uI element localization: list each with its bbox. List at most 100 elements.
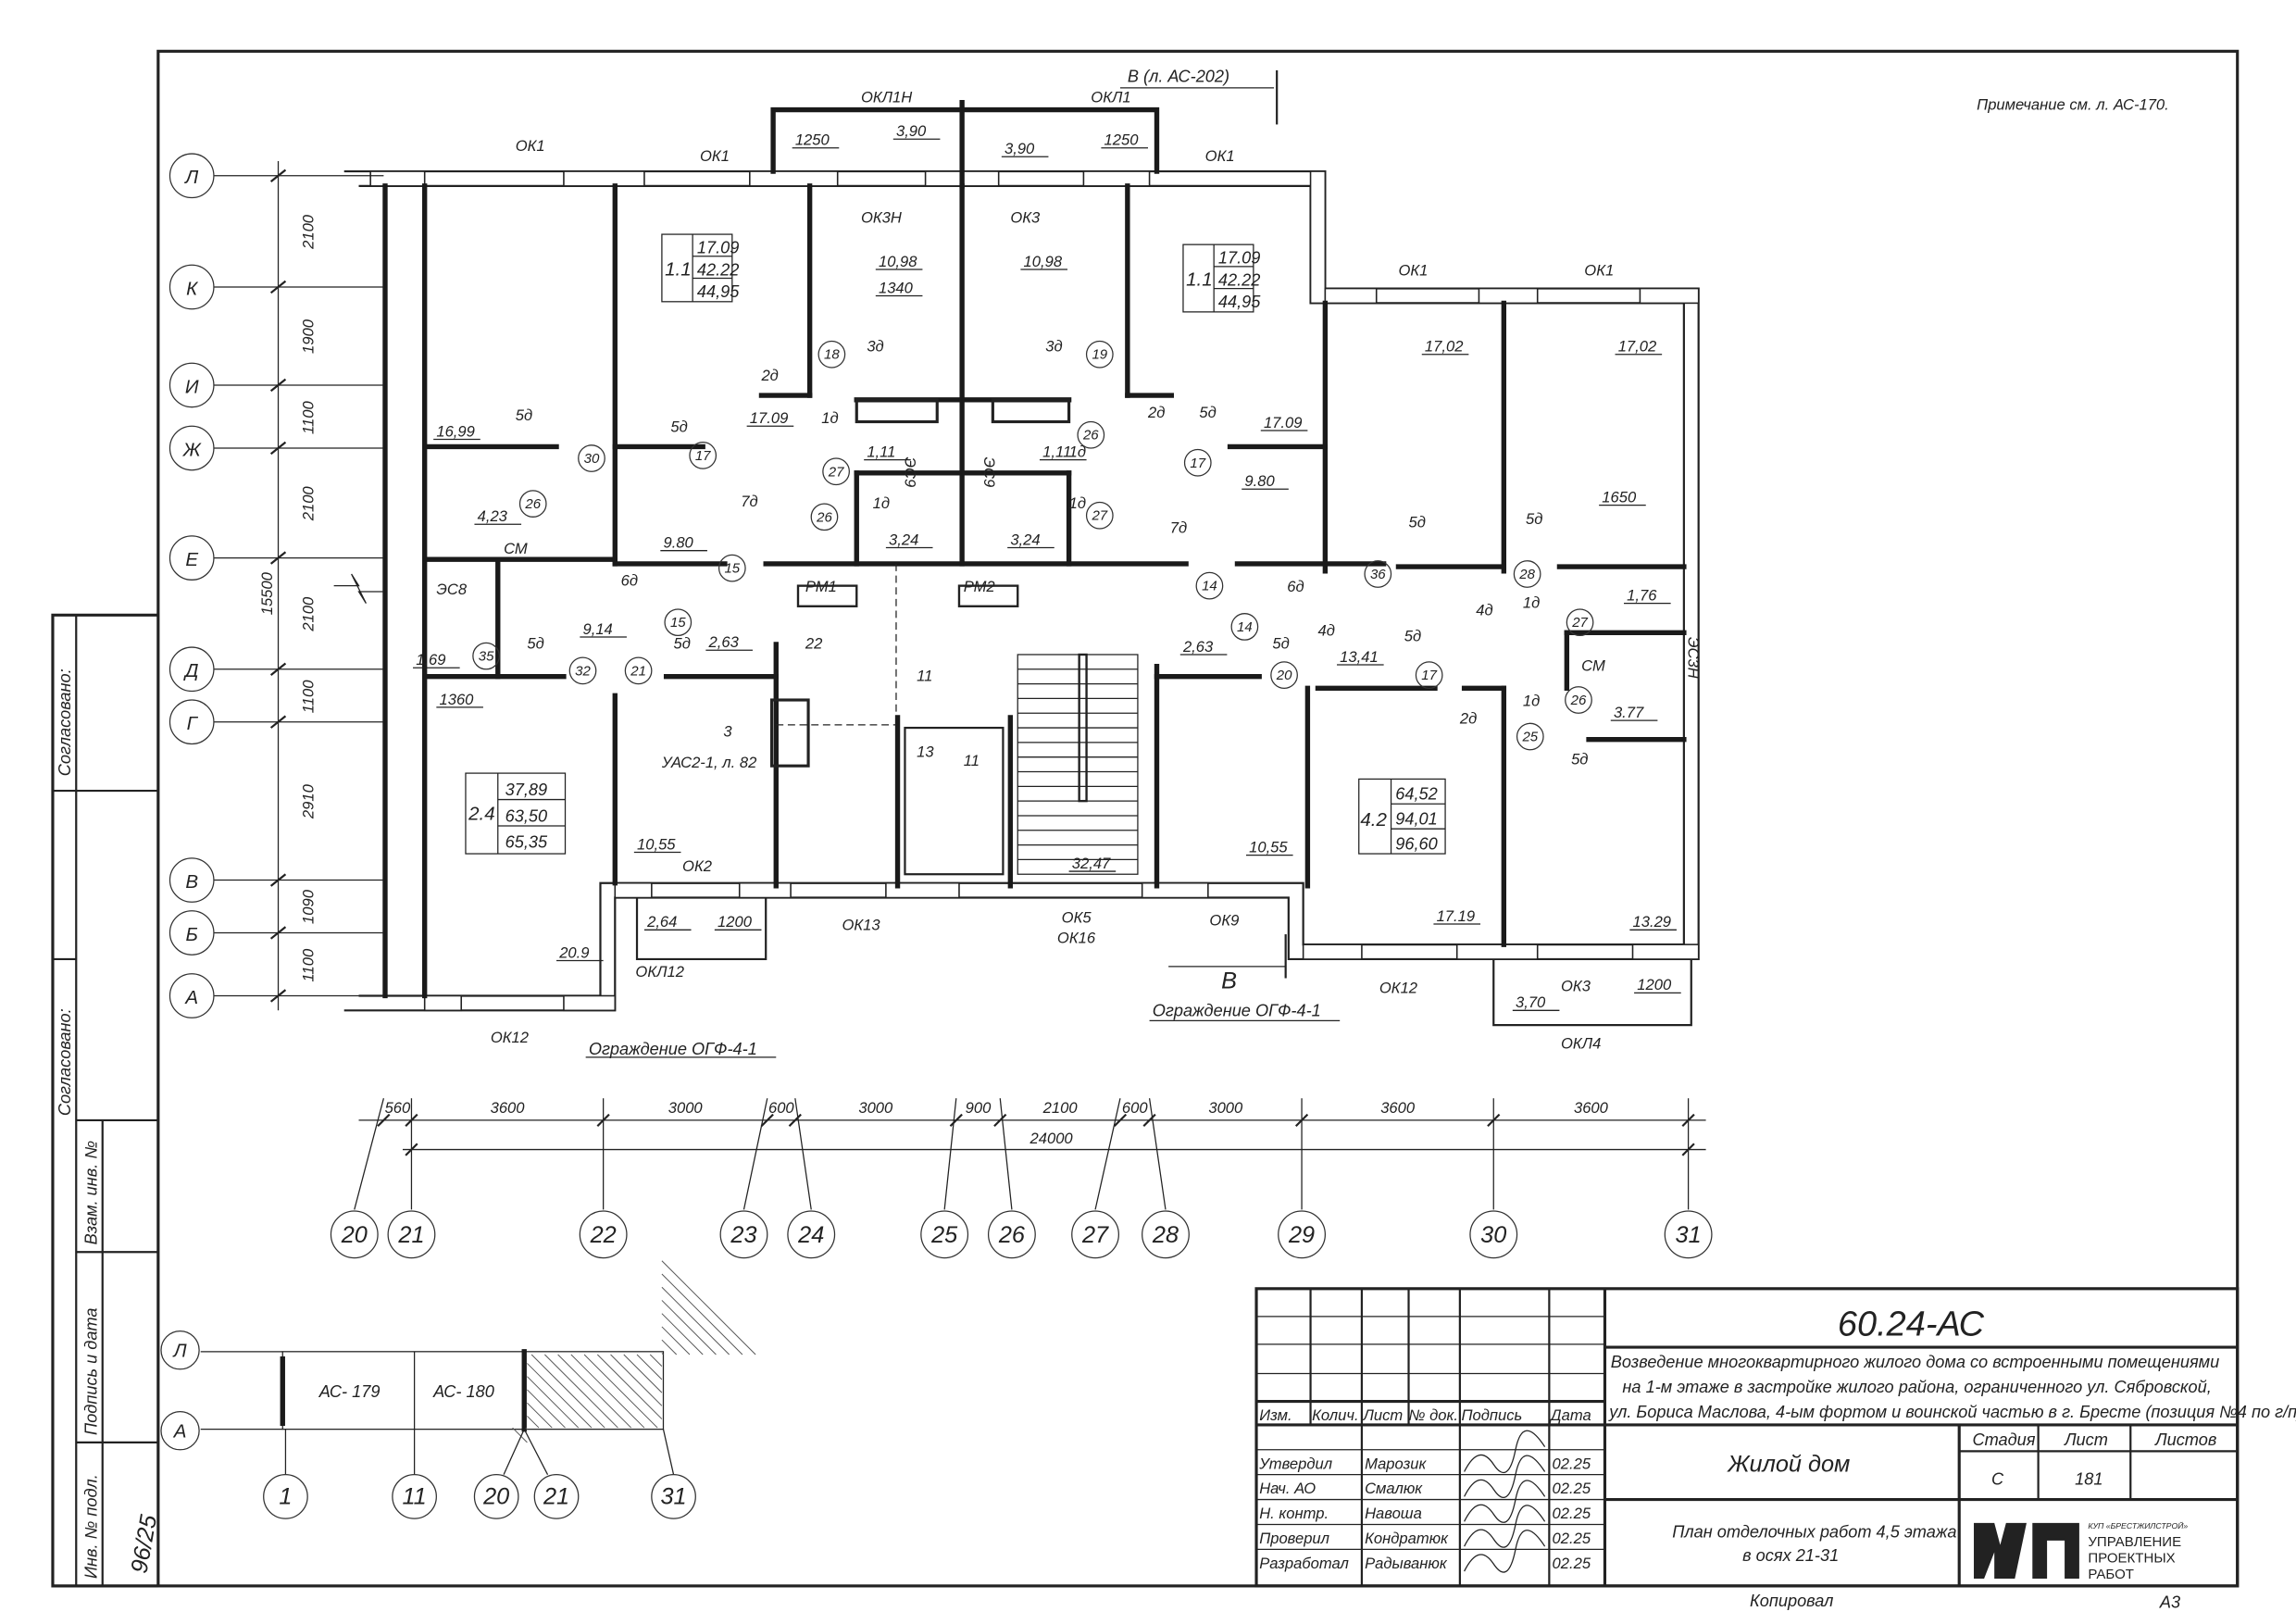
plan-equipment: УАС2-1, л. 82	[661, 754, 756, 771]
plan-room-areas: 13,41	[1340, 648, 1379, 666]
svg-text:37,89: 37,89	[505, 781, 547, 799]
svg-text:17.09: 17.09	[697, 239, 739, 257]
balconies	[635, 100, 1692, 1027]
axis-column-label-circle	[920, 1210, 969, 1259]
apartment-tag: 1.1 17.09 42.22 44,95	[1182, 244, 1261, 313]
axis-row-label: В	[185, 871, 198, 893]
apartment-tags: 1.1 17.09 42.22 44,95 1.1 17.09 42.22 44…	[465, 233, 1446, 855]
hatch-line	[661, 1260, 756, 1355]
plan-door-marks: 2д	[760, 367, 778, 384]
svg-text:ПРОЕКТНЫХ: ПРОЕКТНЫХ	[2088, 1551, 2175, 1567]
axis-column-label-circle	[1142, 1210, 1190, 1259]
plan-door-marks: 1д	[1523, 692, 1540, 709]
signature-date: 02.25	[1553, 1480, 1591, 1497]
signature-role: Нач. АО	[1259, 1480, 1316, 1497]
revision-header: Дата	[1549, 1406, 1591, 1424]
key-column-label-circle	[533, 1474, 580, 1519]
plan-room-areas: 9.80	[1244, 472, 1275, 490]
axis-row-label-circle	[168, 153, 215, 199]
hatch-line	[557, 1354, 632, 1429]
section-marks: В (л. АС-202) В	[585, 68, 1341, 1058]
door-number: 27	[1091, 508, 1107, 524]
plan-door-marks: 5д	[516, 406, 532, 424]
svg-text:1.1: 1.1	[665, 258, 692, 280]
hatch-line	[530, 1354, 605, 1429]
horizontal-dimension: 560	[385, 1099, 411, 1117]
door-number: 26	[816, 509, 832, 525]
axis-column-label-circle	[330, 1210, 379, 1259]
hatch-line	[525, 1427, 528, 1430]
plan-equipment: ЭС8	[436, 581, 467, 598]
door-number-circle	[1565, 686, 1592, 714]
plan-door-marks: 2д	[1459, 709, 1477, 727]
plan-door-marks: 1д	[1523, 593, 1540, 611]
door-number: 26	[1570, 693, 1587, 708]
door-number-circle	[1077, 420, 1105, 449]
hatch-line	[596, 1354, 663, 1419]
vertical-dimension: 1090	[299, 889, 317, 924]
plan-room-areas: 13.29	[1633, 913, 1672, 931]
plan-window-marks: ОК3	[1561, 978, 1591, 995]
railing-label: Ограждение ОГФ-4-1	[589, 1040, 757, 1058]
railing-label: Ограждение ОГФ-4-1	[1153, 1002, 1321, 1020]
key-column-label: 1	[279, 1484, 292, 1510]
door-number-circle	[578, 444, 605, 472]
axis-row-label: А	[183, 987, 198, 1008]
vertical-dimension: 2100	[299, 214, 317, 250]
hatch-line	[623, 1354, 663, 1393]
plan-equipment: ЭС9	[980, 456, 998, 487]
door-number: 19	[1092, 347, 1107, 363]
plan-equipment: 22	[805, 635, 822, 653]
hatch-line	[636, 1354, 663, 1380]
plan-window-marks: ОКЛ4	[1561, 1034, 1601, 1052]
door-number-circle	[1230, 613, 1259, 641]
signature-date: 02.25	[1553, 1455, 1591, 1472]
axis-grid: ЛКИЖЕДГВБА210019001100210021001100291010…	[168, 153, 1713, 1259]
axis-column-label-circle	[1469, 1210, 1518, 1259]
plan-window-marks: ОК3Н	[861, 208, 902, 226]
plan-door-marks: 3д	[867, 338, 883, 356]
plan-equipment: СМ	[1581, 656, 1605, 674]
stage-header: Стадия	[1972, 1430, 2035, 1449]
horizontal-dimension: 900	[966, 1099, 992, 1117]
sheet-frame	[156, 49, 2240, 1588]
svg-text:УПРАВЛЕНИЕ: УПРАВЛЕНИЕ	[2088, 1534, 2181, 1550]
hatch-line	[570, 1354, 645, 1429]
plan-equipment: ЭС9	[901, 456, 918, 487]
axis-row-label: Е	[185, 549, 198, 570]
vertical-dimension: 2100	[299, 596, 317, 632]
door-number: 36	[1370, 567, 1386, 582]
signature-role: Н. контр.	[1259, 1505, 1329, 1522]
axis-row-label-circle	[168, 910, 215, 956]
door-number-circle	[1516, 722, 1544, 751]
axis-column-label-circle	[787, 1210, 836, 1259]
plan-door-marks: 6д	[1287, 578, 1304, 595]
svg-text:94,01: 94,01	[1395, 809, 1437, 828]
plan-room-dims: 3,70	[1516, 993, 1546, 1011]
door-number: 15	[724, 561, 740, 577]
sheet-value: 181	[2075, 1470, 2103, 1489]
plan-window-marks: ОК16	[1057, 930, 1096, 947]
agreed-label-2: Согласовано:	[56, 1008, 74, 1116]
horizontal-dimension-total: 24000	[1029, 1130, 1074, 1147]
vertical-dimension: 2100	[299, 486, 317, 522]
signature-name: Марозик	[1365, 1455, 1427, 1472]
axis-row-label-circle	[168, 535, 215, 581]
axis-column-label: 22	[590, 1222, 617, 1248]
signature-date: 02.25	[1553, 1530, 1591, 1547]
plan-room-areas: 17,02	[1425, 338, 1464, 356]
door-number: 17	[1421, 668, 1437, 683]
axis-row-label: И	[185, 376, 199, 397]
plan-door-marks: 4д	[1476, 601, 1492, 618]
vertical-dimension-total: 15500	[258, 571, 276, 615]
axis-column-label-circle	[1664, 1210, 1713, 1259]
plan-window-marks: ОК2	[682, 857, 712, 875]
hatch-line	[527, 1376, 580, 1429]
hatch-line	[661, 1286, 730, 1355]
plan-door-marks: 7д	[741, 493, 757, 510]
axis-column-label: 26	[998, 1222, 1026, 1248]
plan-window-marks: ОК1	[1205, 147, 1235, 165]
horizontal-dimension: 3600	[1380, 1099, 1416, 1117]
door-number-circle	[1270, 661, 1298, 689]
door-number-circle	[568, 656, 597, 685]
